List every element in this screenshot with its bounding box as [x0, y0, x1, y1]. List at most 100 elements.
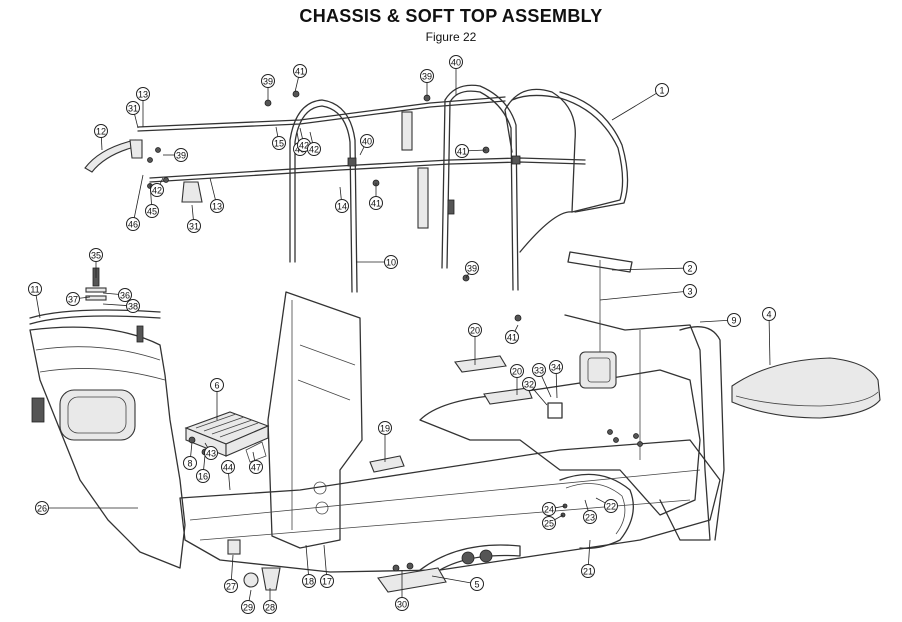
callout-39: 39 — [465, 261, 479, 279]
callout-circle — [307, 142, 321, 156]
callout-leader-line — [159, 177, 164, 185]
callout-leader-line — [149, 182, 152, 205]
seat-cushion — [731, 357, 881, 419]
callout-15: 15 — [272, 126, 286, 150]
callout-circle — [360, 134, 374, 148]
soft-top-frame — [137, 84, 629, 322]
callout-leader-line — [595, 497, 606, 504]
callout-circle — [210, 378, 224, 392]
callout-leader-line — [339, 186, 342, 200]
callout-number: 3 — [687, 287, 692, 297]
callout-number: 42 — [309, 145, 319, 155]
callout-leader-line — [588, 539, 591, 565]
callout-22: 22 — [595, 497, 618, 513]
callout-41: 41 — [505, 324, 519, 344]
callout-leader-line — [468, 149, 487, 152]
callout-number: 32 — [524, 380, 534, 390]
small-floor-parts — [188, 436, 281, 591]
callout-leader-line — [431, 575, 471, 584]
callout-circle — [126, 299, 140, 313]
callout-leader-line — [102, 303, 127, 306]
callout-number: 13 — [212, 202, 222, 212]
front-cowl-body — [29, 309, 186, 569]
callout-number: 29 — [243, 603, 253, 613]
callout-19: 19 — [378, 421, 392, 462]
callout-43: 43 — [204, 442, 218, 460]
callout-number: 15 — [274, 139, 284, 149]
callout-leader-line — [299, 127, 303, 139]
callout-circle — [174, 148, 188, 162]
callout-circle — [187, 219, 201, 233]
callout-circle — [261, 74, 275, 88]
callout-circle — [395, 597, 409, 611]
callout-number: 10 — [386, 258, 396, 268]
callout-number: 12 — [96, 127, 106, 137]
callout-circle — [762, 307, 776, 321]
callout-circle — [249, 460, 263, 474]
callout-circle — [542, 516, 556, 530]
callout-leader-line — [79, 296, 91, 299]
callout-leader-line — [359, 146, 365, 156]
callout-number: 14 — [337, 202, 347, 212]
callout-44: 44 — [221, 460, 235, 491]
callout-39: 39 — [261, 74, 275, 100]
callout-16: 16 — [196, 454, 210, 483]
callout-number: 18 — [304, 577, 314, 587]
callout-circle — [35, 501, 49, 515]
callout-number: 4 — [766, 310, 771, 320]
callout-20: 20 — [510, 364, 524, 395]
figure-number: Figure 22 — [425, 30, 477, 44]
callout-number: 19 — [380, 424, 390, 434]
callout-circle — [542, 502, 556, 516]
callout-leader-line — [133, 174, 144, 218]
callout-circle — [126, 217, 140, 231]
callout-circle — [210, 199, 224, 213]
callout-circle — [241, 600, 255, 614]
callout-circle — [272, 136, 286, 150]
callout-number: 43 — [206, 449, 216, 459]
callout-circle — [384, 255, 398, 269]
callout-leader-line — [231, 554, 234, 580]
callout-13: 13 — [209, 177, 224, 213]
callout-31: 31 — [187, 204, 201, 233]
callout-leader-line — [228, 473, 231, 491]
callout-circle — [320, 574, 334, 588]
callout-leader-line — [465, 273, 469, 279]
callout-31: 31 — [126, 101, 140, 129]
callout-30: 30 — [395, 570, 409, 611]
callout-number: 42 — [152, 186, 162, 196]
callout-37: 37 — [66, 292, 91, 306]
callout-33: 33 — [532, 363, 552, 398]
callout-41: 41 — [293, 64, 307, 93]
callout-circle — [94, 124, 108, 138]
callout-circle — [302, 574, 316, 588]
firewall-panel — [267, 291, 363, 549]
callout-circle — [510, 364, 524, 378]
callout-circle — [683, 261, 697, 275]
callout-leader-line — [584, 499, 589, 511]
callout-number: 39 — [422, 72, 432, 82]
callout-circle — [470, 577, 484, 591]
callout-number: 6 — [214, 381, 219, 391]
callout-4: 4 — [762, 307, 776, 366]
callout-39: 39 — [163, 148, 188, 162]
callout-circle — [136, 87, 150, 101]
callout-number: 39 — [467, 264, 477, 274]
callout-11: 11 — [28, 282, 42, 319]
callout-circle — [655, 83, 669, 97]
callout-32: 32 — [522, 377, 548, 406]
callout-41: 41 — [369, 183, 383, 210]
callout-number: 39 — [176, 151, 186, 161]
callout-number: 44 — [223, 463, 233, 473]
callout-number: 5 — [474, 580, 479, 590]
callout-24: 24 — [542, 502, 566, 516]
callout-circle — [549, 360, 563, 374]
callout-circle — [89, 248, 103, 262]
callout-leader-line — [555, 373, 558, 399]
callout-number: 41 — [295, 67, 305, 77]
callout-number: 21 — [583, 567, 593, 577]
callout-leader-line — [323, 544, 327, 575]
callout-number: 34 — [551, 363, 561, 373]
